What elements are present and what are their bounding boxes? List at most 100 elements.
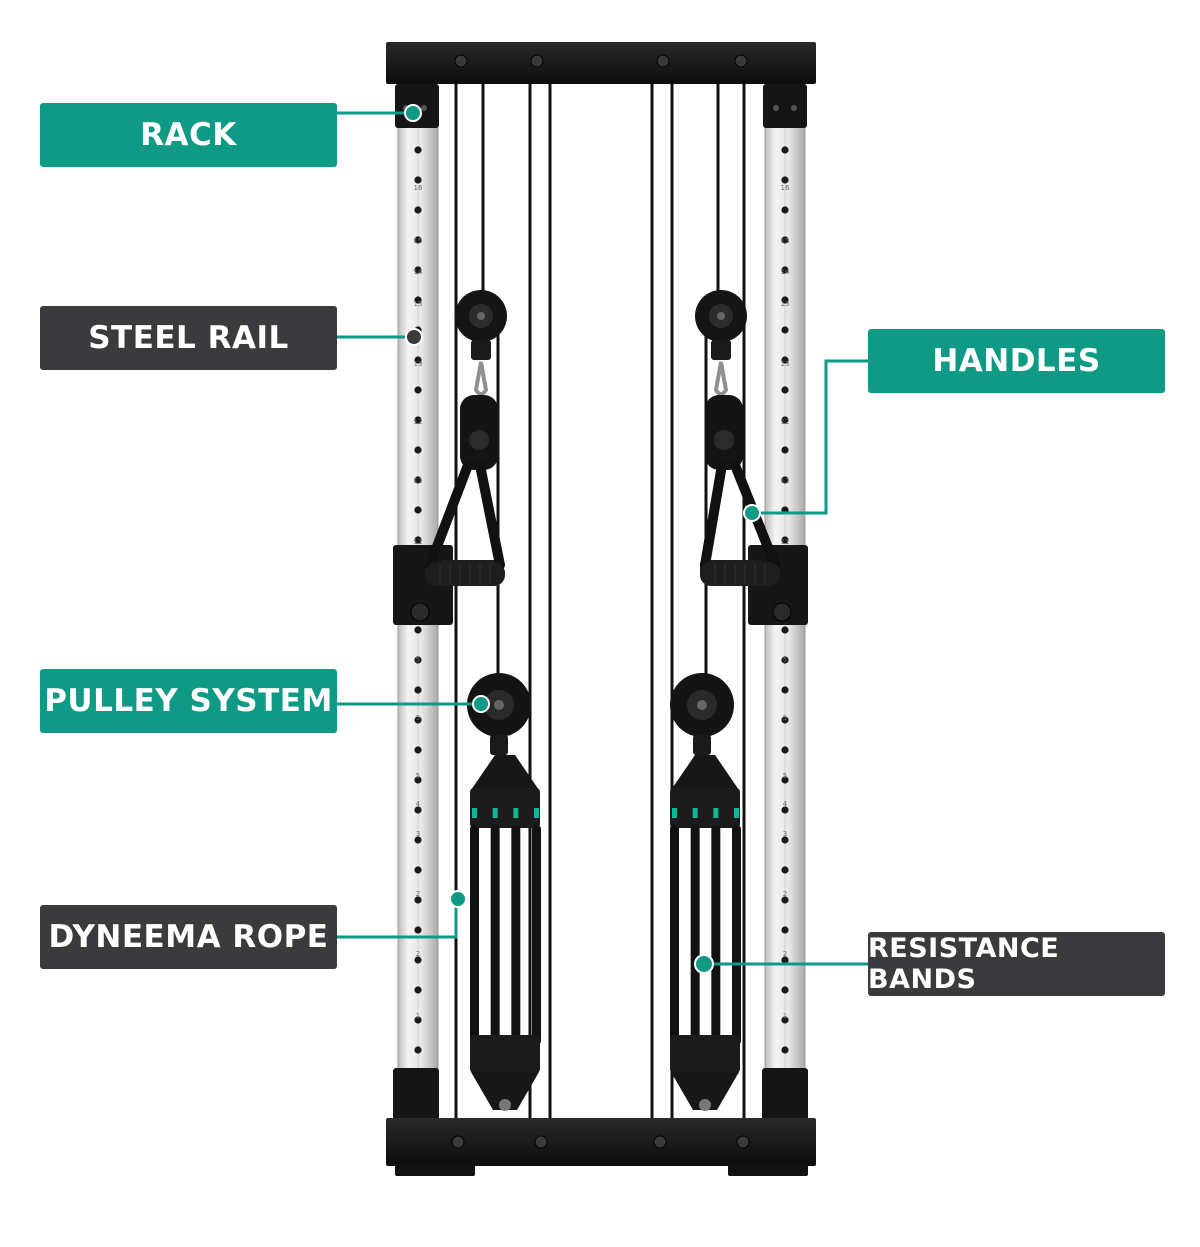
resistance-bands-callout: RESISTANCE BANDS bbox=[868, 932, 1165, 996]
rail-hole bbox=[414, 776, 422, 784]
left-rail-number: 16 bbox=[414, 184, 423, 192]
left-rail-number: 11 bbox=[414, 538, 423, 546]
band-top-clamp bbox=[470, 788, 540, 828]
handles-label: HANDLES bbox=[932, 343, 1101, 379]
right-rail-number: 5 bbox=[783, 714, 787, 722]
rail-hole bbox=[781, 956, 789, 964]
resistance-band bbox=[532, 825, 541, 1045]
rail-hole bbox=[781, 296, 789, 304]
rail-hole bbox=[414, 626, 422, 634]
rail-hole bbox=[414, 746, 422, 754]
left-rail-number: 2 bbox=[416, 890, 420, 898]
band-accent-top bbox=[492, 808, 498, 818]
rail-hole bbox=[781, 626, 789, 634]
right-rail-number: 12 bbox=[781, 418, 790, 426]
rail-hole bbox=[414, 236, 422, 244]
right-rail-number: 2 bbox=[783, 950, 787, 958]
left-rail-number: 5 bbox=[416, 772, 420, 780]
band-top-connector bbox=[671, 755, 739, 790]
band-accent-top bbox=[672, 808, 677, 818]
rail-hole bbox=[414, 356, 422, 364]
callout-dots bbox=[404, 104, 761, 974]
left-upper-pulley bbox=[455, 290, 507, 360]
right-rail-number: 14 bbox=[781, 268, 790, 276]
rail-hole bbox=[781, 536, 789, 544]
left-rail-number: 11 bbox=[414, 477, 423, 485]
left-rail-number: 3 bbox=[416, 830, 420, 838]
right-band-stack bbox=[670, 755, 741, 1111]
handles-callout: HANDLES bbox=[868, 329, 1165, 393]
left-band-stack bbox=[470, 755, 541, 1111]
rail-hole bbox=[781, 416, 789, 424]
rail-hole bbox=[781, 476, 789, 484]
rail-hole bbox=[781, 1046, 789, 1054]
callout-leader-lines bbox=[337, 111, 868, 966]
rail-holes bbox=[414, 146, 789, 1054]
rail-hole bbox=[414, 206, 422, 214]
rail-hole bbox=[414, 986, 422, 994]
rail-hole bbox=[781, 236, 789, 244]
rail-hole bbox=[414, 536, 422, 544]
bottom-frame bbox=[386, 1068, 816, 1176]
rail-hole bbox=[414, 506, 422, 514]
left-rail-number: 12 bbox=[414, 418, 423, 426]
rail-hole bbox=[781, 926, 789, 934]
rail-hole bbox=[414, 896, 422, 904]
right-rail-number: 4 bbox=[783, 800, 788, 808]
right-upper-pulley bbox=[695, 290, 747, 360]
band-bottom-connector bbox=[471, 1072, 539, 1110]
rail-hole bbox=[781, 776, 789, 784]
band-accent-top bbox=[713, 808, 719, 818]
rail-hole bbox=[781, 1016, 789, 1024]
rail-hole bbox=[781, 326, 789, 334]
resistance-band bbox=[511, 825, 521, 1045]
rail-hole bbox=[414, 446, 422, 454]
left-rail-number: 2 bbox=[416, 950, 420, 958]
right-rail-number: 13 bbox=[781, 300, 790, 308]
left-rail-number: 5 bbox=[416, 714, 420, 722]
left-rail-number: 5 bbox=[416, 656, 420, 664]
rail-hole bbox=[414, 716, 422, 724]
left-rail-number: 4 bbox=[416, 800, 421, 808]
right-rail-number: 15 bbox=[781, 237, 790, 245]
band-top-clamp bbox=[670, 788, 740, 828]
rail-hole bbox=[781, 746, 789, 754]
band-accent-top bbox=[734, 808, 739, 818]
band-accent-top bbox=[513, 808, 519, 818]
rail-hole bbox=[781, 356, 789, 364]
right-rail-number: 3 bbox=[783, 830, 787, 838]
pulley-system-callout: PULLEY SYSTEM bbox=[40, 669, 337, 733]
steel-rail-label: STEEL RAIL bbox=[88, 320, 289, 356]
resistance-bands-label: RESISTANCE BANDS bbox=[868, 933, 1060, 995]
right-rail-number: 1 bbox=[783, 1012, 787, 1020]
band-top-connector bbox=[471, 755, 539, 790]
right-rail-number: 5 bbox=[783, 656, 787, 664]
right-rail-number: 13 bbox=[781, 360, 790, 368]
steel-rail-callout: STEEL RAIL bbox=[40, 306, 337, 370]
snap-hooks bbox=[473, 361, 729, 396]
rail-hole bbox=[414, 416, 422, 424]
rail-hole bbox=[781, 206, 789, 214]
rail-hole bbox=[414, 836, 422, 844]
resistance-band bbox=[470, 825, 479, 1045]
right-rail-number: 11 bbox=[781, 538, 790, 546]
left-rail-number: 14 bbox=[414, 268, 423, 276]
dyneema-ropes bbox=[454, 82, 746, 1118]
band-accent-top bbox=[472, 808, 477, 818]
right-lower-pulley bbox=[670, 673, 734, 755]
rail-hole bbox=[414, 386, 422, 394]
pulley-system-label: PULLEY SYSTEM bbox=[44, 683, 333, 719]
resistance-band bbox=[690, 825, 700, 1045]
rail-hole bbox=[781, 386, 789, 394]
band-bottom-clamp bbox=[470, 1035, 540, 1073]
dyneema-rope-callout: DYNEEMA ROPE bbox=[40, 905, 337, 969]
rail-hole bbox=[414, 296, 422, 304]
rack-label: RACK bbox=[140, 117, 237, 153]
swivel-connectors bbox=[460, 395, 743, 470]
left-rail-number: 13 bbox=[414, 360, 423, 368]
rail-hole bbox=[414, 866, 422, 874]
rail-hole bbox=[781, 686, 789, 694]
band-anchor-ring bbox=[699, 1099, 711, 1111]
